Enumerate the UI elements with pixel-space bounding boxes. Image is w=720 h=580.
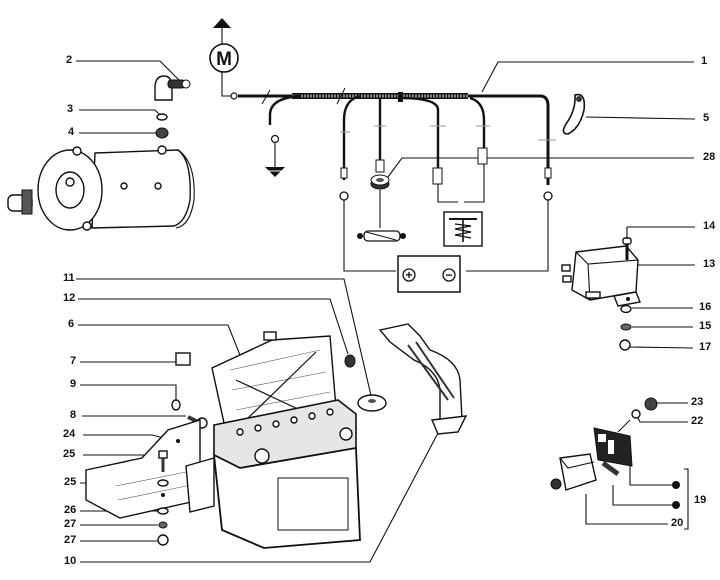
motor-symbol bbox=[209, 43, 239, 73]
lockwasher-part-26 bbox=[158, 521, 168, 529]
bullet-19b bbox=[672, 501, 680, 509]
battery-part-10 bbox=[212, 399, 361, 549]
starter-motor bbox=[7, 145, 195, 231]
callout-24: 25 bbox=[63, 448, 76, 460]
grommet-28 bbox=[370, 174, 390, 190]
motor-label: M bbox=[216, 49, 232, 70]
leader-5 bbox=[585, 116, 696, 120]
tray-part-23 bbox=[85, 419, 201, 519]
washer-part-16 bbox=[620, 304, 632, 314]
leader-3 bbox=[79, 109, 163, 118]
callout-10: 10 bbox=[64, 555, 77, 567]
nut-part-27 bbox=[157, 534, 169, 546]
leader-11 bbox=[76, 278, 373, 401]
rubber-strap bbox=[378, 323, 468, 435]
washer-part-25a bbox=[157, 479, 169, 487]
washer-part-21 bbox=[631, 409, 641, 419]
callout-28: 28 bbox=[703, 151, 716, 163]
callout-9: 9 bbox=[70, 378, 77, 390]
callout-11: 11 bbox=[63, 272, 75, 284]
leader-10 bbox=[80, 432, 439, 563]
leader-19b bbox=[612, 485, 676, 506]
leader-14 bbox=[626, 226, 695, 240]
cap-part-12 bbox=[344, 354, 356, 368]
callout-12: 12 bbox=[63, 292, 76, 304]
callout-23: 24 bbox=[63, 428, 76, 440]
callout-15: 15 bbox=[699, 320, 712, 332]
clip-part-5 bbox=[562, 93, 586, 135]
washer-part-9 bbox=[171, 399, 181, 411]
callout-17: 17 bbox=[699, 341, 712, 353]
leader-6 bbox=[78, 324, 241, 356]
callout-20: 20 bbox=[671, 517, 684, 529]
lockwasher-part-15 bbox=[620, 323, 632, 331]
leader-lines bbox=[76, 60, 696, 563]
callout-4: 4 bbox=[68, 126, 75, 138]
bracket-19 bbox=[684, 468, 689, 530]
bolt-part-24 bbox=[158, 450, 168, 472]
callout-27: 27 bbox=[64, 534, 77, 546]
horn-symbol bbox=[443, 211, 483, 247]
callout-22: 23 bbox=[691, 396, 704, 408]
leader-21 bbox=[637, 417, 688, 423]
wiring-schematic: M bbox=[209, 18, 556, 293]
wiring-harness bbox=[238, 87, 556, 185]
foam-pad bbox=[185, 457, 215, 513]
callout-7: 7 bbox=[70, 355, 77, 367]
callout-25b: 26 bbox=[64, 504, 77, 516]
leader-28 bbox=[387, 157, 694, 178]
leader-20 bbox=[585, 494, 668, 525]
leader-9 bbox=[80, 384, 177, 400]
battery-symbol: + − bbox=[397, 255, 461, 293]
screw-part-14 bbox=[622, 237, 632, 260]
callout-3: 3 bbox=[67, 103, 74, 115]
ground-symbol-bottom bbox=[265, 167, 285, 177]
callout-6: 6 bbox=[68, 318, 75, 330]
washer-part-3 bbox=[156, 113, 168, 121]
terminal-cap-part-2 bbox=[154, 75, 191, 101]
battery-positive: + bbox=[405, 268, 412, 282]
callout-25a: 25 bbox=[64, 476, 77, 488]
callout-19: 19 bbox=[694, 494, 707, 506]
callout-2: 2 bbox=[66, 54, 73, 66]
washer-part-25b bbox=[157, 507, 169, 515]
callout-16: 16 bbox=[699, 301, 712, 313]
callout-5: 5 bbox=[703, 112, 710, 124]
bullet-19a bbox=[672, 481, 680, 489]
callout-13: 13 bbox=[703, 258, 716, 270]
nut-part-17 bbox=[619, 339, 631, 351]
ground-symbol-top bbox=[213, 18, 231, 28]
leader-12 bbox=[78, 298, 349, 355]
callout-8: 8 bbox=[70, 409, 77, 421]
clip-nut-part-7 bbox=[175, 352, 191, 366]
callout-26: 27 bbox=[64, 518, 77, 530]
relay-part-13 bbox=[561, 245, 641, 307]
leader-1 bbox=[481, 61, 694, 93]
leader-17 bbox=[627, 346, 694, 349]
fuse-rod bbox=[601, 460, 620, 477]
nut-part-22 bbox=[644, 397, 658, 411]
callout-14: 14 bbox=[703, 220, 716, 232]
leader-2 bbox=[76, 60, 183, 84]
callout-21: 22 bbox=[691, 415, 704, 427]
fuse-holder-part-19 bbox=[593, 419, 680, 509]
fuse-cap-part-20 bbox=[550, 453, 597, 491]
leader-19a bbox=[629, 466, 676, 486]
fuse-symbol bbox=[357, 230, 406, 242]
battery-negative: − bbox=[445, 268, 452, 282]
nut-part-4 bbox=[155, 127, 169, 139]
callout-1: 1 bbox=[701, 55, 708, 67]
